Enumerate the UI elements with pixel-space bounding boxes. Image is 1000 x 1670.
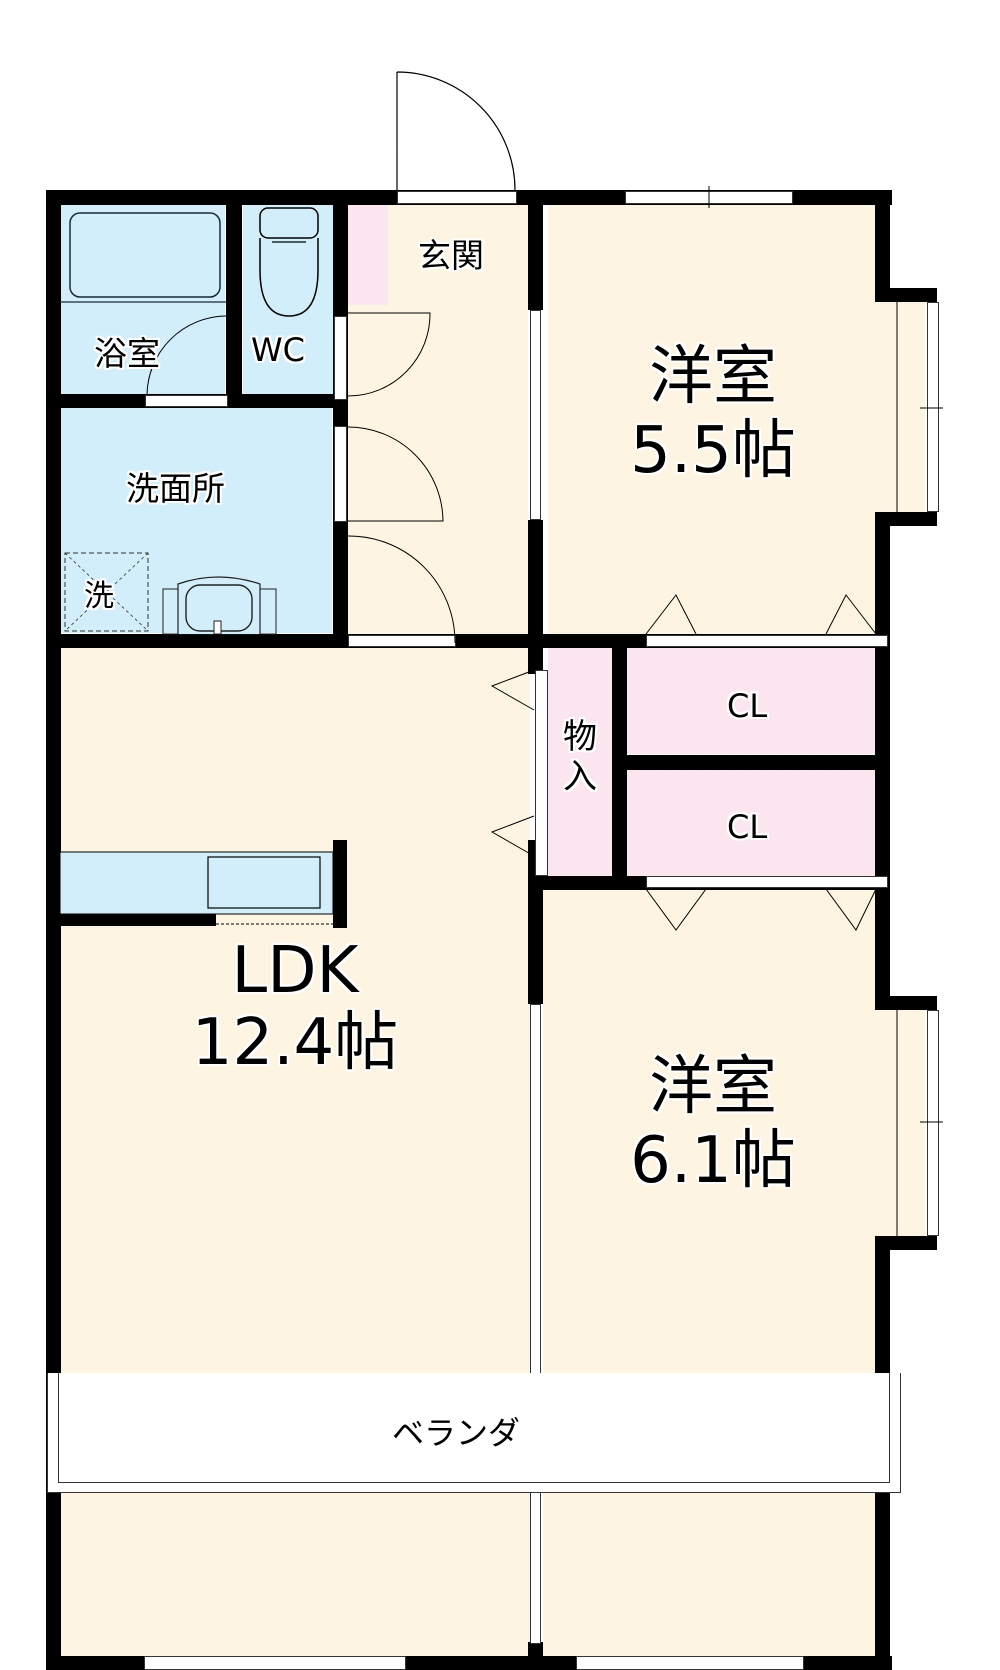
storage-label-group: 物 入 [552, 717, 608, 797]
closet-2-room [627, 770, 887, 876]
wc-label: WC [251, 331, 305, 369]
ldk-window[interactable] [144, 1656, 406, 1670]
kitchen-counter-wall-bottom [46, 912, 216, 926]
hall-room1-sliding-door[interactable] [530, 310, 541, 520]
hallway [348, 305, 528, 635]
room2-closet-door-opening[interactable] [646, 876, 888, 888]
ldk-label-group: LDK 12.4帖 [180, 935, 410, 1079]
wall-hall-room1 [528, 190, 543, 310]
western-room-2-label: 洋室 [649, 1050, 777, 1124]
wall-right-bay1-top [875, 288, 937, 302]
storage-label-2: 入 [563, 757, 597, 797]
ldk-size: 12.4帖 [191, 1006, 399, 1080]
closet-1-label: CL [727, 687, 768, 725]
western-room-1 [548, 205, 888, 635]
wall-storage-ldk [528, 634, 543, 674]
storage-label-1: 物 [563, 717, 597, 757]
wc-room [243, 205, 333, 395]
western-room-1-label: 洋室 [649, 340, 777, 414]
veranda-outline [47, 1373, 901, 1493]
front-door-opening[interactable] [397, 191, 517, 204]
veranda-inner-outline [58, 1373, 890, 1483]
wall-wc-hall [333, 190, 348, 648]
western-room-2-bay [888, 1010, 925, 1238]
wall-bath-wc [226, 190, 242, 408]
kitchen-counter-wall-end [333, 840, 347, 928]
bath-room [60, 205, 225, 395]
washer-label: 洗 [84, 579, 114, 614]
veranda-label: ベランダ [392, 1414, 521, 1452]
western-room-2-size: 6.1帖 [630, 1124, 796, 1198]
closet-2-label: CL [727, 808, 768, 846]
bath-label: 浴室 [94, 334, 160, 373]
washroom-label: 洗面所 [126, 469, 225, 508]
wall-right-upper [875, 190, 890, 302]
room2-window[interactable] [576, 1656, 804, 1670]
entrance-shoe-storage [348, 205, 388, 305]
wall-closet-divider [612, 755, 890, 770]
entrance-label: 玄関 [418, 236, 484, 275]
wall-ldk-room2 [528, 888, 543, 1004]
washroom-door-opening[interactable] [334, 426, 347, 522]
wall-right-bay2-top [875, 996, 937, 1010]
western-room-2-label-group: 洋室 6.1帖 [618, 1050, 808, 1198]
western-room-1-label-group: 洋室 5.5帖 [618, 340, 808, 488]
room2-bay-window[interactable] [927, 1010, 939, 1236]
storage-room [548, 648, 612, 876]
bath-door-opening[interactable] [145, 395, 228, 407]
room1-bay-window[interactable] [927, 302, 939, 512]
wall-right-bay2-bottom [875, 1236, 937, 1250]
floor-plan-line-art [59, 71, 943, 1236]
wall-right-bay1-bottom [875, 512, 937, 526]
western-room-1-size: 5.5帖 [630, 414, 796, 488]
western-room-1-bay [888, 302, 925, 522]
closet-1-room [627, 648, 887, 754]
wall-left [46, 190, 61, 1670]
wall-ldk-room2-base [528, 1642, 543, 1670]
room1-closet-door-opening[interactable] [646, 635, 888, 647]
western-room-2 [543, 888, 888, 1656]
entrance-room [388, 205, 528, 305]
ldk-label: LDK [231, 934, 359, 1008]
storage-door-opening[interactable] [535, 670, 548, 876]
wc-door-opening[interactable] [334, 316, 347, 400]
wall-hall-room1-lower [528, 520, 543, 648]
